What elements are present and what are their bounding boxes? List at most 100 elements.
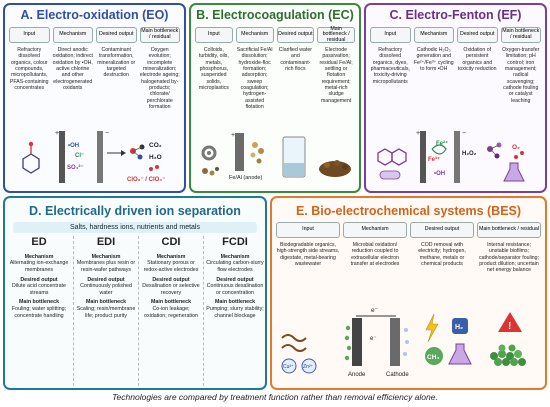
lightning-bolt-icon [425, 313, 439, 343]
header-bottleneck: Main bottleneck / residual [477, 222, 541, 238]
panel-ef-headers: Input Mechanism Desired output Main bott… [370, 27, 541, 43]
panel-ef: C. Electro-Fenton (EF) Input Mechanism D… [364, 3, 547, 193]
panel-ec-title: B. Electrocoagulation (EC) [196, 8, 354, 22]
cell-output: Oxidation of persistent organics and tox… [457, 47, 497, 73]
molecule-network-icon [130, 144, 145, 160]
cell-bottleneck: Internal resistance; unstable biofilms; … [479, 242, 539, 274]
svg-text:+: + [416, 130, 420, 137]
column-name: EDI [96, 236, 116, 248]
header-input: Input [9, 27, 50, 43]
sludge-pile-icon [319, 160, 351, 177]
label-zn: Zn²⁺ [303, 364, 314, 370]
header-output: Desired output [457, 27, 498, 43]
header-input: Input [195, 27, 233, 43]
panel-ec-headers: Input Mechanism Desired output Main bott… [195, 26, 355, 43]
panel-eo-title: A. Electro-oxidation (EO) [20, 8, 169, 22]
label-h2o: H₂O [149, 154, 162, 161]
ef-illustration: + − Fe²⁺ Fe³⁺ H₂O₂ •OH O₂ [377, 130, 525, 183]
biofilm-clusters-icon [490, 344, 526, 366]
header-input: Input [370, 27, 411, 43]
label-cl: Cl⁻ [75, 153, 84, 159]
metal-ion-icon [281, 358, 317, 374]
panel-ef-cells: Refractory dissolved organics, dyes, pha… [370, 47, 541, 104]
cell-bottleneck: Oxygen-transfer limitation; pH control; … [502, 47, 540, 104]
header-output: Desired output [96, 27, 137, 43]
gear-icon [201, 145, 217, 161]
panel-bes-cells: Biodegradable organics, high-strength si… [276, 242, 541, 274]
column-name: ED [31, 236, 47, 248]
panel-bes: E. Bio-electrochemical systems (BES) Inp… [270, 196, 547, 390]
methane-icon [425, 347, 443, 365]
header-output: Desired output [276, 27, 315, 43]
panel-eo-headers: Input Mechanism Desired output Main bott… [9, 27, 180, 43]
label-h2o2: H₂O₂ [462, 151, 477, 157]
column-name: FCDI [222, 236, 248, 248]
label-oh-radical: •OH [434, 171, 445, 177]
panel-d-subtitle: Salts, hardness ions, nutrients and meta… [13, 222, 257, 233]
panel-ec: B. Electrocoagulation (EC) Input Mechani… [189, 3, 361, 193]
oxygen-bubbles-icon [514, 151, 524, 159]
header-mechanism: Mechanism [52, 27, 93, 43]
header-bottleneck: Main bottleneck / residual [139, 27, 180, 43]
beaker-icon [282, 136, 306, 178]
cell-output: COD removal with electricity; hydrogen, … [418, 242, 466, 268]
panel-ec-cells: Colloids, turbidity, oils, metals, phosp… [195, 47, 355, 110]
header-mechanism: Mechanism [235, 27, 274, 43]
panel-bes-title: E. Bio-electrochemical systems (BES) [295, 204, 522, 218]
oxygen-bubbles-icon [149, 165, 159, 171]
footnote: Technologies are compared by treatment f… [112, 392, 438, 402]
header-output: Desired output [410, 222, 474, 238]
label-cathode: Cathode [386, 372, 409, 378]
svg-text:!: ! [508, 321, 511, 332]
cell-bottleneck: Oxygen evolution; incomplete mineralizat… [139, 47, 180, 111]
cell-mechanism: Microbial oxidation/ reduction coupled t… [350, 242, 400, 268]
cell-mechanism: Cathodic H₂O₂ generation and Fe²⁺/Fe³⁺ c… [413, 47, 454, 73]
panel-eo: A. Electro-oxidation (EO) Input Mechanis… [3, 3, 186, 193]
particle-cluster-icon [202, 167, 219, 176]
cell-output: Contaminant transformation, mineralizati… [97, 47, 136, 79]
molecule-network-icon [487, 142, 502, 159]
svg-text:+: + [55, 130, 59, 137]
aromatic-molecule-icon [22, 141, 40, 174]
column-edi: EDI Mechanism Membranes plus resin or re… [76, 236, 136, 319]
label-cu: Cu²⁺ [283, 364, 294, 370]
header-mechanism: Mechanism [343, 222, 407, 238]
pill-capsule-icon [379, 170, 401, 180]
cell-input: Refractory dissolved organics, colour co… [9, 47, 49, 92]
anode-electrode-icon [344, 318, 362, 366]
header-mechanism: Mechanism [413, 27, 454, 43]
column-ed: ED Mechanism Alternating ion-exchange me… [9, 236, 69, 319]
divider [138, 236, 139, 386]
column-name: CDI [161, 236, 181, 248]
column-cdi: CDI Mechanism Stationary porous or redox… [142, 236, 200, 319]
cell-bottleneck: Electrode passivation; residual Fe/Al; s… [319, 47, 353, 104]
cell-output: Clarified water and contaminant-rich flo… [278, 47, 312, 73]
svg-text:−: − [105, 130, 109, 137]
cathode-electrode-icon: − [97, 130, 109, 183]
eo-illustration: + − •OH Cl⁻ SO₄²⁻ CO₂ H₂O ClO₃⁻ / ClO₄⁻ [22, 130, 165, 183]
label-co2: CO₂ [149, 142, 162, 149]
label-anode: Anode [348, 372, 366, 378]
cell-input: Biodegradable organics, high-strength si… [276, 242, 340, 268]
header-bottleneck: Main bottleneck / residual [317, 26, 355, 43]
label-oh: •OH [68, 143, 79, 149]
cell-mechanism: Sacrificial Fe/Al dissolution; hydroxide… [236, 47, 273, 111]
column-fcdi: FCDI Mechanism Circulating carbon-slurry… [206, 236, 264, 319]
panel-eo-cells: Refractory dissolved organics, colour co… [9, 47, 180, 110]
label-electron-top: e⁻ [371, 307, 379, 314]
cell-mechanism: Direct anodic oxidation; indirect oxidat… [52, 47, 93, 92]
label-so4: SO₄²⁻ [67, 164, 84, 171]
divider [203, 236, 204, 386]
cell-input: Refractory dissolved organics, dyes, pha… [370, 47, 410, 85]
organic-matter-icon [281, 334, 307, 352]
label-h2: H₂ [455, 324, 463, 331]
cell-input: Colloids, turbidity, oils, metals, phosp… [198, 47, 229, 92]
anode-electrode-icon: + [55, 130, 65, 183]
panel-ion-separation: D. Electrically driven ion separation Sa… [3, 196, 267, 390]
header-input: Input [276, 222, 340, 238]
hydrogen-icon [452, 318, 468, 334]
svg-text:+: + [231, 132, 235, 139]
label-fe2: Fe²⁺ [436, 140, 448, 147]
warning-icon: ! [498, 312, 522, 332]
label-fe3: Fe³⁺ [428, 156, 440, 163]
